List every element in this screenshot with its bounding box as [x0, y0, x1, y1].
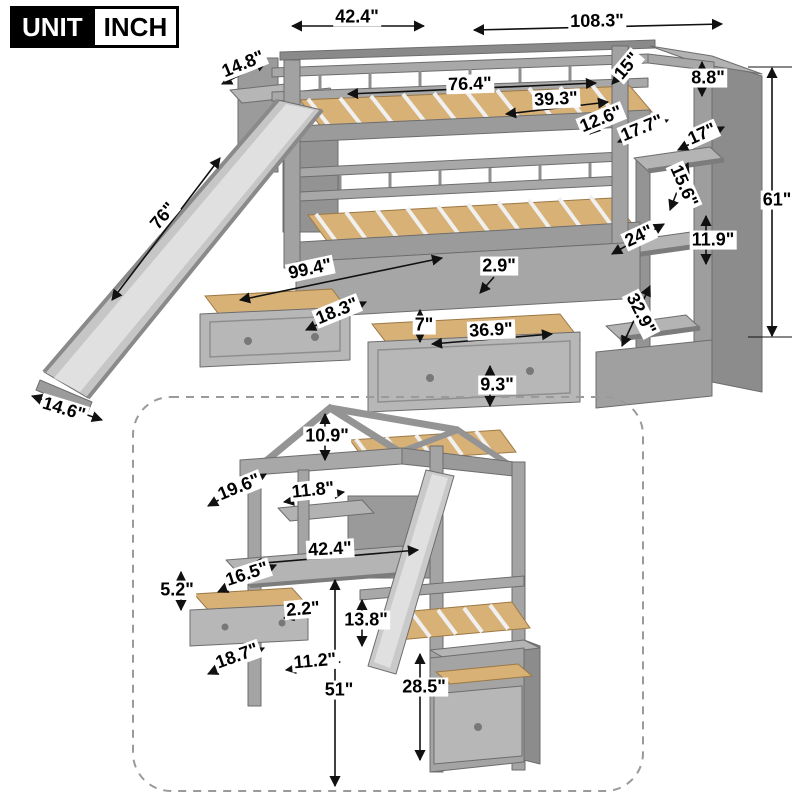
dim-total-height: 61" — [760, 189, 794, 210]
inset-border — [132, 396, 644, 792]
inset-detail-view — [132, 396, 644, 792]
dim-drawer-front-height: 11.2" — [290, 648, 340, 673]
dim-drawer-width: 36.9" — [466, 318, 516, 341]
dim-desk-clearance: 13.8" — [342, 609, 390, 630]
dim-cabinet-height: 28.5" — [400, 676, 448, 697]
dim-upper-bed-width: 39.3" — [531, 87, 581, 110]
dim-desktop-thickness: 2.2" — [283, 597, 323, 621]
slide — [35, 98, 324, 413]
dim-total-length: 108.3" — [568, 10, 626, 32]
dim-drawer-height: 9.3" — [478, 374, 516, 395]
dim-slat-thickness: 2.9" — [480, 255, 518, 276]
dim-shelf-gap: 11.9" — [689, 229, 737, 250]
dim-desk-drawer-height: 5.2" — [158, 579, 196, 600]
dim-top-width: 42.4" — [333, 6, 381, 27]
main-bed-illustration — [35, 39, 763, 413]
dim-desk-width: 42.4" — [305, 537, 355, 560]
unit-badge-value: INCH — [94, 6, 180, 48]
dim-upper-bed-length: 76.4" — [445, 72, 495, 95]
inset-cabinet — [429, 639, 541, 773]
dim-roof-height: 10.9" — [303, 425, 351, 446]
unit-badge: UNIT INCH — [10, 6, 180, 48]
bottom-bunk — [299, 151, 641, 263]
dim-loft-height: 51" — [322, 679, 356, 700]
dim-top-step-height: 8.8" — [689, 67, 727, 88]
dim-drawer-inner-height: 7" — [412, 314, 436, 335]
unit-badge-label: UNIT — [10, 6, 95, 48]
